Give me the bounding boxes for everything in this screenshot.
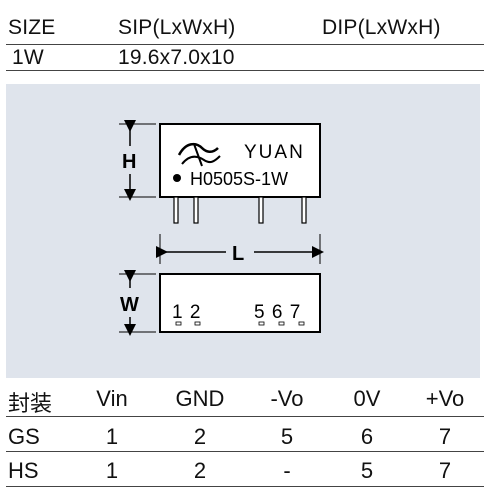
power-rating: 1W bbox=[12, 46, 44, 69]
pin-table-header: 0V bbox=[353, 386, 381, 411]
pin-1 bbox=[173, 196, 179, 224]
pin-table-package-header: 封装 bbox=[8, 391, 53, 416]
model-number: H0505S-1W bbox=[190, 169, 288, 189]
pin-table-cell: 1 bbox=[105, 458, 119, 483]
pin-table-cell: 7 bbox=[438, 458, 452, 483]
pin-table-cell: - bbox=[283, 458, 291, 483]
pin-7 bbox=[301, 196, 307, 224]
brand-logo-icon bbox=[177, 142, 219, 156]
pin1-dot-icon bbox=[173, 174, 181, 182]
pin-2 bbox=[193, 196, 199, 224]
pin-table-rule bbox=[6, 451, 484, 452]
brand-name: YUAN bbox=[244, 142, 305, 163]
pin-table-cell: 2 bbox=[193, 458, 207, 483]
pin-table-cell: 5 bbox=[280, 424, 294, 449]
pin-table-header: Vin bbox=[96, 386, 128, 411]
pin-table-header: GND bbox=[175, 386, 225, 411]
pin-table-rule bbox=[6, 416, 484, 417]
pin-table-cell: 6 bbox=[360, 424, 374, 449]
dimension-h-label: H bbox=[122, 151, 136, 173]
size-row-rule bbox=[6, 70, 484, 71]
pin-table-cell: 7 bbox=[438, 424, 452, 449]
dip-header: DIP(LxWxH) bbox=[322, 16, 441, 39]
pin-table-rule bbox=[6, 486, 484, 487]
pin-table-cell: 1 bbox=[105, 424, 119, 449]
pin-table-cell: 2 bbox=[193, 424, 207, 449]
pin-5 bbox=[258, 196, 264, 224]
pin-table-package-type: HS bbox=[8, 458, 39, 483]
module-outline-drawing: YUAN H0505S-1W H L 1 2 5 6 7 W bbox=[119, 120, 324, 336]
size-header: SIZE bbox=[8, 16, 56, 39]
module-body-bottom bbox=[159, 273, 321, 333]
pin-table-package-type: GS bbox=[8, 424, 40, 449]
pin-table-cell: 5 bbox=[360, 458, 374, 483]
sip-dimensions: 19.6x7.0x10 bbox=[118, 46, 235, 69]
dimension-w-label: W bbox=[120, 294, 139, 316]
drawing-panel: YUAN H0505S-1W H L 1 2 5 6 7 W bbox=[6, 84, 480, 378]
dimension-l-label: L bbox=[232, 243, 244, 265]
pin-labels-left: 1 2 bbox=[172, 302, 201, 323]
sip-header: SIP(LxWxH) bbox=[118, 16, 236, 39]
pin-labels-right: 5 6 7 bbox=[254, 302, 301, 323]
header-rule bbox=[6, 44, 484, 45]
pin-table-header: +Vo bbox=[425, 386, 465, 411]
pin-table-header: -Vo bbox=[270, 386, 304, 411]
